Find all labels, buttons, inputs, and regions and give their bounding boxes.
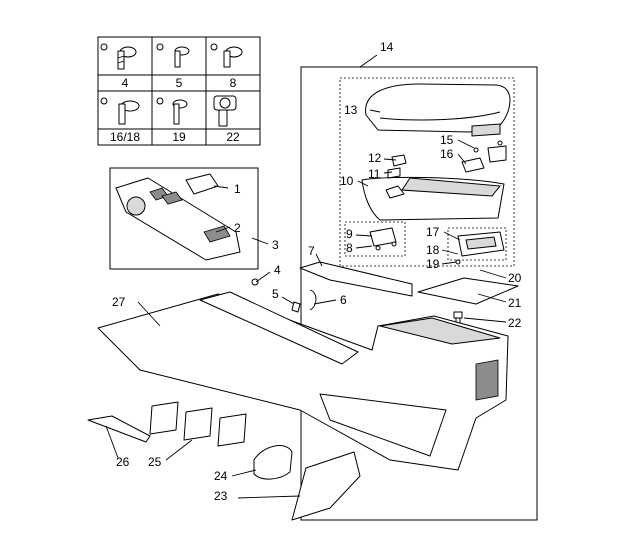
switch-panel-box: [109, 167, 259, 270]
callout-21: 21: [508, 296, 522, 310]
fastener-5: [291, 301, 301, 313]
wire-6: [309, 289, 317, 311]
bin-mat-21: [417, 277, 519, 305]
callout-12: 12: [368, 151, 382, 165]
hinge-9: [369, 227, 397, 251]
screw-4-icon: [100, 43, 137, 70]
screw-16-18-icon: [100, 97, 140, 125]
callout-3: 3: [272, 238, 279, 252]
clip-12: [391, 154, 407, 167]
screw-5-icon: [156, 43, 190, 68]
fastener-label-4: 4: [122, 76, 129, 90]
callout-11: 11: [368, 167, 381, 181]
callout-6: 6: [340, 293, 347, 307]
callout-2: 2: [234, 221, 241, 235]
fastener-label-22: 22: [226, 130, 240, 144]
callout-1: 1: [234, 182, 241, 196]
callout-26: 26: [116, 455, 130, 469]
callout-23: 23: [214, 489, 228, 503]
trim-strip-7: [299, 261, 413, 297]
clip-11: [387, 167, 401, 179]
armrest-inner-box: [339, 77, 515, 267]
fastener-label-16-18: 16/18: [110, 130, 140, 144]
callout-10: 10: [340, 174, 354, 188]
callout-16: 16: [440, 147, 454, 161]
cover-1: [185, 173, 219, 195]
center-console-body: [97, 291, 509, 471]
callout-24: 24: [214, 469, 228, 483]
callout-18: 18: [426, 243, 440, 257]
screw-8-icon: [210, 43, 243, 68]
callout-13: 13: [344, 103, 358, 117]
latch-15-16: [461, 140, 507, 173]
latch-assembly-17: [455, 231, 505, 265]
fastener-table: 4 5 8 16/18 19 22: [97, 36, 261, 146]
callout-22: 22: [508, 316, 522, 330]
callout-25: 25: [148, 455, 162, 469]
fastener-label-19: 19: [172, 130, 186, 144]
callout-9: 9: [346, 227, 353, 241]
callout-8: 8: [346, 241, 353, 255]
fastener-4: [251, 278, 259, 286]
clip-covers-25: [149, 401, 247, 447]
storage-bin: [361, 176, 505, 221]
bolt-22-icon: [213, 95, 237, 127]
callout-7: 7: [308, 244, 315, 258]
callout-15: 15: [440, 133, 454, 147]
callout-27: 27: [112, 295, 126, 309]
callout-4: 4: [274, 263, 281, 277]
cap-24: [253, 445, 293, 480]
callout-labels: 14 13 1 2 3 4 5 6 7 8 9 10 11 12 15 16 1…: [112, 40, 522, 503]
switch-panel-bezel: [115, 177, 241, 261]
screw-19-icon: [156, 97, 188, 125]
callout-5: 5: [272, 287, 279, 301]
fastener-label-8: 8: [230, 76, 237, 90]
callout-20: 20: [508, 271, 522, 285]
side-trim-23: [291, 451, 361, 521]
armrest-lid: [365, 83, 511, 137]
callout-14: 14: [380, 40, 394, 54]
rail-26: [87, 415, 151, 443]
fastener-label-5: 5: [176, 76, 183, 90]
leader-lines: [105, 54, 507, 499]
callout-19: 19: [426, 257, 440, 271]
callout-17: 17: [426, 225, 440, 239]
